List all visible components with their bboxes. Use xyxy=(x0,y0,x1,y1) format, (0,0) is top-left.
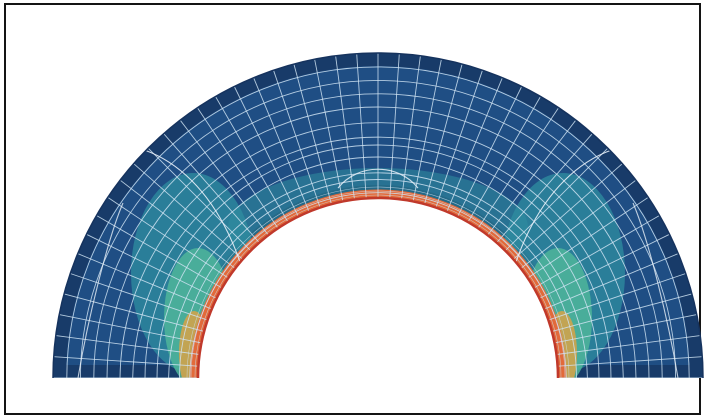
mesh-radial-line xyxy=(147,147,252,252)
mesh-refined-ring xyxy=(186,186,570,378)
mesh-radial-line xyxy=(215,96,289,223)
mesh-radial-line xyxy=(496,133,593,243)
mesh-radial-line xyxy=(401,55,421,200)
mesh-radial-line xyxy=(487,119,577,236)
mesh-radial-line xyxy=(293,63,332,205)
mesh-radial-line xyxy=(520,179,637,269)
mesh-radial-line xyxy=(59,314,202,344)
mesh-ring-line xyxy=(132,136,624,378)
mesh-ring-line xyxy=(168,172,588,378)
mesh-radial-line xyxy=(557,356,703,367)
mesh-radial-line xyxy=(435,70,483,208)
mesh-ring-line xyxy=(106,106,650,378)
crown-contour xyxy=(337,168,419,189)
mesh-radial-line xyxy=(527,197,649,279)
left-contour-outer xyxy=(77,202,124,378)
outer-boundary xyxy=(52,52,704,379)
mesh-radial-line xyxy=(424,63,463,205)
mesh-refined-ring xyxy=(190,190,566,378)
mesh-ring-line xyxy=(79,79,677,378)
mesh-radial-line xyxy=(554,314,697,344)
mesh-ring-line xyxy=(179,179,577,378)
mesh-radial-line xyxy=(96,215,223,289)
mesh-radial-line xyxy=(467,96,541,223)
mesh-radial-line xyxy=(233,86,299,217)
mesh-radial-line xyxy=(556,335,701,355)
mesh-radial-line xyxy=(179,119,269,236)
mesh-radial-line xyxy=(107,197,229,279)
mesh-radial-line xyxy=(77,253,212,310)
mesh-radial-line xyxy=(197,107,279,229)
mesh-radial-line xyxy=(504,147,609,252)
mesh-ring-line xyxy=(119,122,637,378)
mesh-ring-line xyxy=(66,66,690,378)
mesh-radial-line xyxy=(544,253,679,310)
mesh-radial-line xyxy=(119,179,236,269)
mesh-radial-line xyxy=(389,53,400,199)
mesh-refined-ring xyxy=(194,194,562,378)
element-mesh xyxy=(53,53,703,378)
mesh-radial-line xyxy=(63,293,205,332)
mesh-radial-line xyxy=(70,273,208,321)
mesh-radial-line xyxy=(412,59,442,202)
mesh-radial-line xyxy=(356,53,367,199)
mesh-radial-line xyxy=(335,55,355,200)
mesh-radial-line xyxy=(314,59,344,202)
mesh-radial-line xyxy=(273,70,321,208)
mesh-ring-line xyxy=(93,93,663,378)
mesh-ring-line xyxy=(156,156,600,378)
mesh-radial-line xyxy=(53,356,199,367)
mesh-ring-line xyxy=(144,144,612,378)
right-contour-outer xyxy=(632,202,679,378)
mesh-radial-line xyxy=(457,86,523,217)
mesh-radial-line xyxy=(446,77,503,212)
mesh-radial-line xyxy=(533,215,660,289)
mesh-radial-line xyxy=(551,293,693,332)
inner-boundary-load-edge xyxy=(196,196,560,379)
mesh-radial-line xyxy=(55,335,200,355)
mesh-radial-line xyxy=(163,133,260,243)
mesh-radial-line xyxy=(133,163,243,260)
mesh-radial-line xyxy=(253,77,310,212)
mesh-radial-line xyxy=(548,273,686,321)
mesh-radial-line xyxy=(513,163,623,260)
mesh-radial-line xyxy=(477,107,559,229)
